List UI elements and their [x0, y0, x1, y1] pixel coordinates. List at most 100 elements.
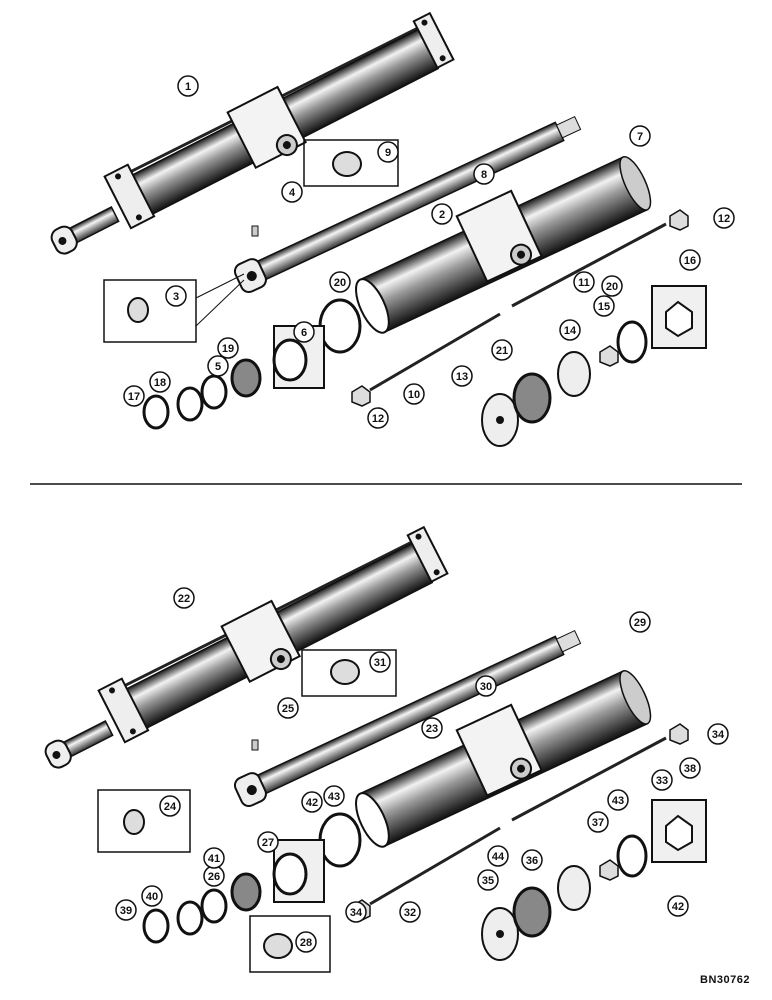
- callout-number: 38: [684, 763, 696, 775]
- callout-circle: [369, 651, 391, 673]
- callout-number: 10: [408, 389, 420, 401]
- callout-number: 3: [173, 291, 179, 303]
- callout-circle: [295, 931, 317, 953]
- callout-circle: [141, 885, 163, 907]
- callout-circle: [431, 203, 453, 225]
- bottom-callout: 43: [607, 789, 629, 811]
- top-callout: 1: [177, 75, 199, 97]
- callout-number: 27: [262, 837, 274, 849]
- callout-number: 33: [656, 775, 668, 787]
- callout-number: 8: [481, 169, 487, 181]
- callout-number: 43: [328, 791, 340, 803]
- callout-number: 34: [350, 907, 363, 919]
- top-callout: 5: [207, 355, 229, 377]
- callout-circle: [477, 869, 499, 891]
- bottom-callout: 43: [323, 785, 345, 807]
- callout-circle: [713, 207, 735, 229]
- callout-number: 12: [372, 413, 384, 425]
- bottom-callout: 27: [257, 831, 279, 853]
- top-callout: 8: [473, 163, 495, 185]
- callout-number: 41: [208, 853, 220, 865]
- inset-box-9: [303, 139, 399, 187]
- top-callout: 11: [573, 271, 595, 293]
- callout-number: 16: [684, 255, 696, 267]
- callout-number: 25: [282, 703, 294, 715]
- top-callout: 16: [679, 249, 701, 271]
- callout-number: 6: [301, 327, 307, 339]
- top-callout: 3: [165, 285, 187, 307]
- callout-number: 40: [146, 891, 158, 903]
- drawing-code: BN30762: [700, 974, 750, 986]
- callout-circle: [491, 339, 513, 361]
- top-callout: 7: [629, 125, 651, 147]
- callout-number: 13: [456, 371, 468, 383]
- top-callout: 19: [217, 337, 239, 359]
- bottom-callout: 35: [477, 869, 499, 891]
- callout-circle: [329, 271, 351, 293]
- callout-circle: [159, 795, 181, 817]
- top-callout: 18: [149, 371, 171, 393]
- callout-circle: [323, 785, 345, 807]
- callout-number: 9: [385, 147, 391, 159]
- callout-number: 26: [208, 871, 220, 883]
- callout-circle: [207, 355, 229, 377]
- callout-circle: [421, 717, 443, 739]
- callout-circle: [651, 769, 673, 791]
- bottom-callout: 31: [369, 651, 391, 673]
- bottom-callout: 40: [141, 885, 163, 907]
- bottom-callout: 26: [203, 865, 225, 887]
- callout-number: 18: [154, 377, 166, 389]
- callout-number: 23: [426, 723, 438, 735]
- callout-circle: [593, 295, 615, 317]
- callout-circle: [667, 895, 689, 917]
- callout-number: 42: [672, 901, 684, 913]
- callout-circle: [203, 847, 225, 869]
- callout-circle: [559, 319, 581, 341]
- callout-circle: [345, 901, 367, 923]
- bottom-callout: 30: [475, 675, 497, 697]
- bottom-callout: 33: [651, 769, 673, 791]
- callout-number: 29: [634, 617, 646, 629]
- bottom-callout: 28: [295, 931, 317, 953]
- callout-number: 1: [185, 81, 191, 93]
- callout-number: 14: [564, 325, 577, 337]
- bottom-callout: 24: [159, 795, 181, 817]
- callout-circle: [475, 675, 497, 697]
- callout-number: 17: [128, 391, 140, 403]
- callout-circle: [587, 811, 609, 833]
- callout-number: 30: [480, 681, 492, 693]
- callout-number: 20: [606, 281, 618, 293]
- callout-number: 39: [120, 905, 132, 917]
- callout-circle: [601, 275, 623, 297]
- bottom-callout: 23: [421, 717, 443, 739]
- top-callout: 12: [367, 407, 389, 429]
- callout-number: 12: [718, 213, 730, 225]
- callout-circle: [165, 285, 187, 307]
- callout-circle: [277, 697, 299, 719]
- callout-circle: [281, 181, 303, 203]
- callout-circle: [473, 163, 495, 185]
- top-callout: 10: [403, 383, 425, 405]
- callout-circle: [573, 271, 595, 293]
- callout-circle: [679, 249, 701, 271]
- callout-number: 22: [178, 593, 190, 605]
- bottom-callout: 34: [707, 723, 729, 745]
- bottom-callout: 41: [203, 847, 225, 869]
- callout-number: 35: [482, 875, 494, 887]
- top-callout: 14: [559, 319, 581, 341]
- callout-number: 15: [598, 301, 610, 313]
- callout-circle: [403, 383, 425, 405]
- inset-box-28: [249, 915, 331, 973]
- top-callout: 21: [491, 339, 513, 361]
- bottom-callout: 22: [173, 587, 195, 609]
- inset-box-31: [301, 649, 397, 697]
- callout-number: 7: [637, 131, 643, 143]
- callout-circle: [257, 831, 279, 853]
- callout-circle: [367, 407, 389, 429]
- callout-number: 24: [164, 801, 177, 813]
- callout-number: 20: [334, 277, 346, 289]
- top-callout: 13: [451, 365, 473, 387]
- callout-circle: [377, 141, 399, 163]
- top-callout: 17: [123, 385, 145, 407]
- callout-number: 31: [374, 657, 386, 669]
